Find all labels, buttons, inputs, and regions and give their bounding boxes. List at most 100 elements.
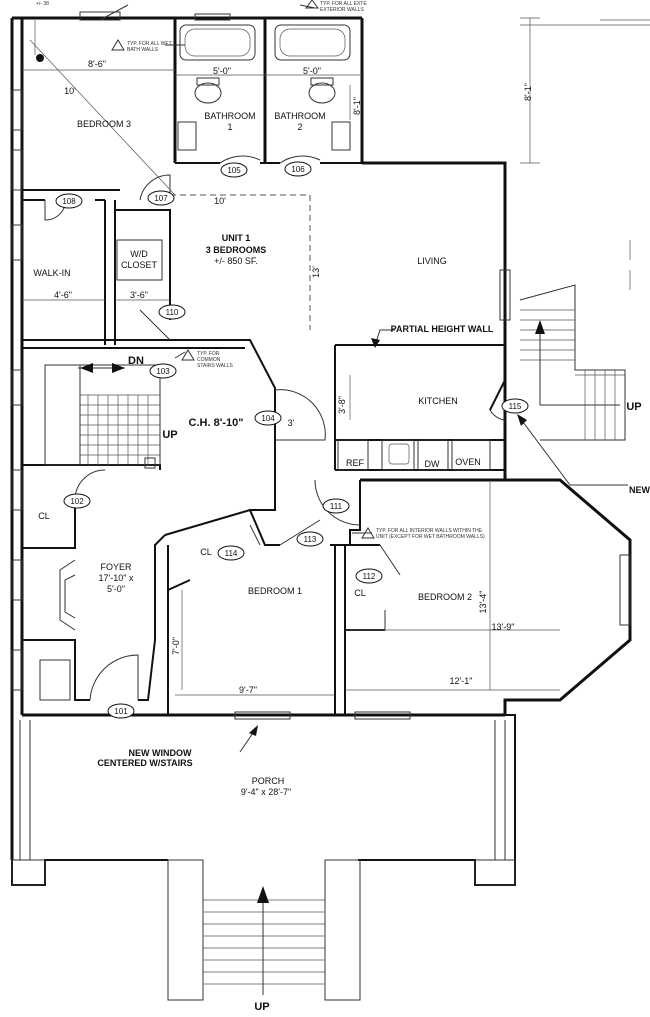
unit-summary: UNIT 1 3 BEDROOMS +/- 850 SF. [206,233,267,266]
new-window-centered-label: CENTERED W/STAIRS [97,758,192,768]
new-right-label: NEW [629,485,650,495]
room-wd-closet: CLOSET [121,260,158,270]
dim-7-0: 7'-0" [171,637,181,655]
dim-3-6: 3'-6" [130,290,148,300]
interior-stairs [44,363,161,469]
note-common-stairs: TYP. FOR [197,351,220,357]
door-tag-114: 114 [225,549,238,558]
dim-12-1: 12'-1" [450,676,473,686]
room-cl-foyer: CL [38,511,50,521]
dim-10-unit: 10' [214,196,226,206]
appliance-oven: OVEN [455,457,481,467]
room-bathroom-1-number: 1 [227,122,232,132]
appliance-dw: DW [425,459,440,469]
room-kitchen: KITCHEN [418,396,458,406]
callout-labels: PARTIAL HEIGHT WALL NEW WINDOW CENTERED … [36,1,650,1013]
room-bedroom-2: BEDROOM 2 [418,592,472,602]
note-common-stairs-c: STAIRS WALLS [197,363,234,369]
radiator [39,659,71,701]
door-tag-111: 111 [330,502,343,511]
wd-closet-box [116,239,163,281]
appliance-ref: REF [346,458,365,468]
stair-up-label: UP [162,429,177,441]
dim-13-unit: 13' [311,266,321,278]
dim-8-6: 8'-6" [88,59,106,69]
ceiling-height: C.H. 8'-10" [189,417,244,429]
leader-lines [99,4,628,753]
entry-stairs [167,859,361,1001]
dim-5-0-bath2: 5'-0" [303,66,321,76]
door-tag-108: 108 [62,197,76,206]
kitchen-fixtures [337,439,491,471]
door-swings [44,155,506,701]
dim-3-8: 3'-8" [337,396,347,414]
dimension-lines [22,17,650,696]
dim-3: 3' [288,418,295,428]
dim-10-bedroom3: 10' [64,86,76,96]
door-tag-104: 104 [261,414,275,423]
door-tag-115: 115 [509,402,522,411]
dim-8-1-bath: 8'-1" [352,97,362,115]
room-labels: BEDROOM 3 BATHROOM 1 BATHROOM 2 WALK-IN … [33,111,480,797]
door-tag-110: 110 [166,308,179,317]
door-tag-101: 101 [114,707,128,716]
dim-9-7: 9'-7" [239,685,257,695]
dimension-labels: 8'-6" 10' 5'-0" 5'-0" 8'-1" 8'-1" 10' 13… [54,59,533,695]
dim-5-0-bath1: 5'-0" [213,66,231,76]
room-bathroom-2-number: 2 [297,122,302,132]
porch [11,714,516,886]
fireplace [59,559,76,631]
typical-notes: TYP. FOR ALL WET BATH WALLS TYP. FOR ALL… [127,1,485,540]
door-tag-107: 107 [154,194,168,203]
note-exterior-walls: TYP. FOR ALL EXTE [320,1,367,7]
note-interior-walls-b: UNIT (EXCEPT FOR WET BATHROOM WALLS) [376,534,485,540]
door-tag-102: 102 [70,497,84,506]
right-exterior-stairs [519,284,626,441]
dim-13-4: 13'-4" [478,591,488,614]
room-bathroom-1: BATHROOM [204,111,255,121]
door-tag-113: 113 [304,535,317,544]
new-window-label: NEW WINDOW [129,748,192,758]
stair-down-label: DN [128,355,144,367]
entry-stair-up-label: UP [254,1001,269,1013]
windows [11,11,631,720]
bathroom-fixtures [177,24,351,151]
note-common-stairs-b: COMMON [197,357,221,363]
dim-8-1-right: 8'-1" [523,83,533,101]
room-walk-in: WALK-IN [33,268,70,278]
right-stair-up-label: UP [626,401,641,413]
room-living: LIVING [417,256,447,266]
porch-size: 9'-4" x 28'-7" [241,787,291,797]
unit-title: UNIT 1 [222,233,251,243]
unit-area: +/- 850 SF. [214,256,258,266]
partial-height-wall-label: PARTIAL HEIGHT WALL [391,324,494,334]
door-tag-112: 112 [363,572,376,581]
north-marker-dot [36,54,44,62]
door-tags: 101 102 103 104 105 106 107 108 110 111 … [55,161,529,719]
top-left-dimension: +/- 38 [36,1,49,7]
room-wd: W/D [130,249,148,259]
unit-bedrooms: 3 BEDROOMS [206,245,267,255]
room-cl-bedroom-2: CL [354,588,366,598]
note-wet-walls: TYP. FOR ALL WET [127,41,172,47]
door-tag-106: 106 [291,165,305,174]
foyer-size-b: 5'-0" [107,584,125,594]
door-tag-103: 103 [156,367,170,376]
foyer-size-a: 17'-10" x [99,573,134,583]
room-bathroom-2: BATHROOM [274,111,325,121]
note-wet-walls-b: BATH WALLS [127,47,159,53]
room-porch: PORCH [252,776,285,786]
door-tag-105: 105 [227,166,241,175]
note-exterior-walls-b: EXTERIOR WALLS [320,7,364,13]
unit-boundary [170,194,311,330]
room-cl-bedroom-1: CL [200,547,212,557]
room-bedroom-3: BEDROOM 3 [77,119,131,129]
note-interior-walls: TYP. FOR ALL INTERIOR WALLS WITHIN THE [376,528,483,534]
room-bedroom-1: BEDROOM 1 [248,586,302,596]
dim-4-6: 4'-6" [54,290,72,300]
dim-13-9: 13'-9" [492,622,515,632]
room-foyer: FOYER [100,562,132,572]
exterior-walls [10,16,632,860]
note-triangles [111,0,375,539]
